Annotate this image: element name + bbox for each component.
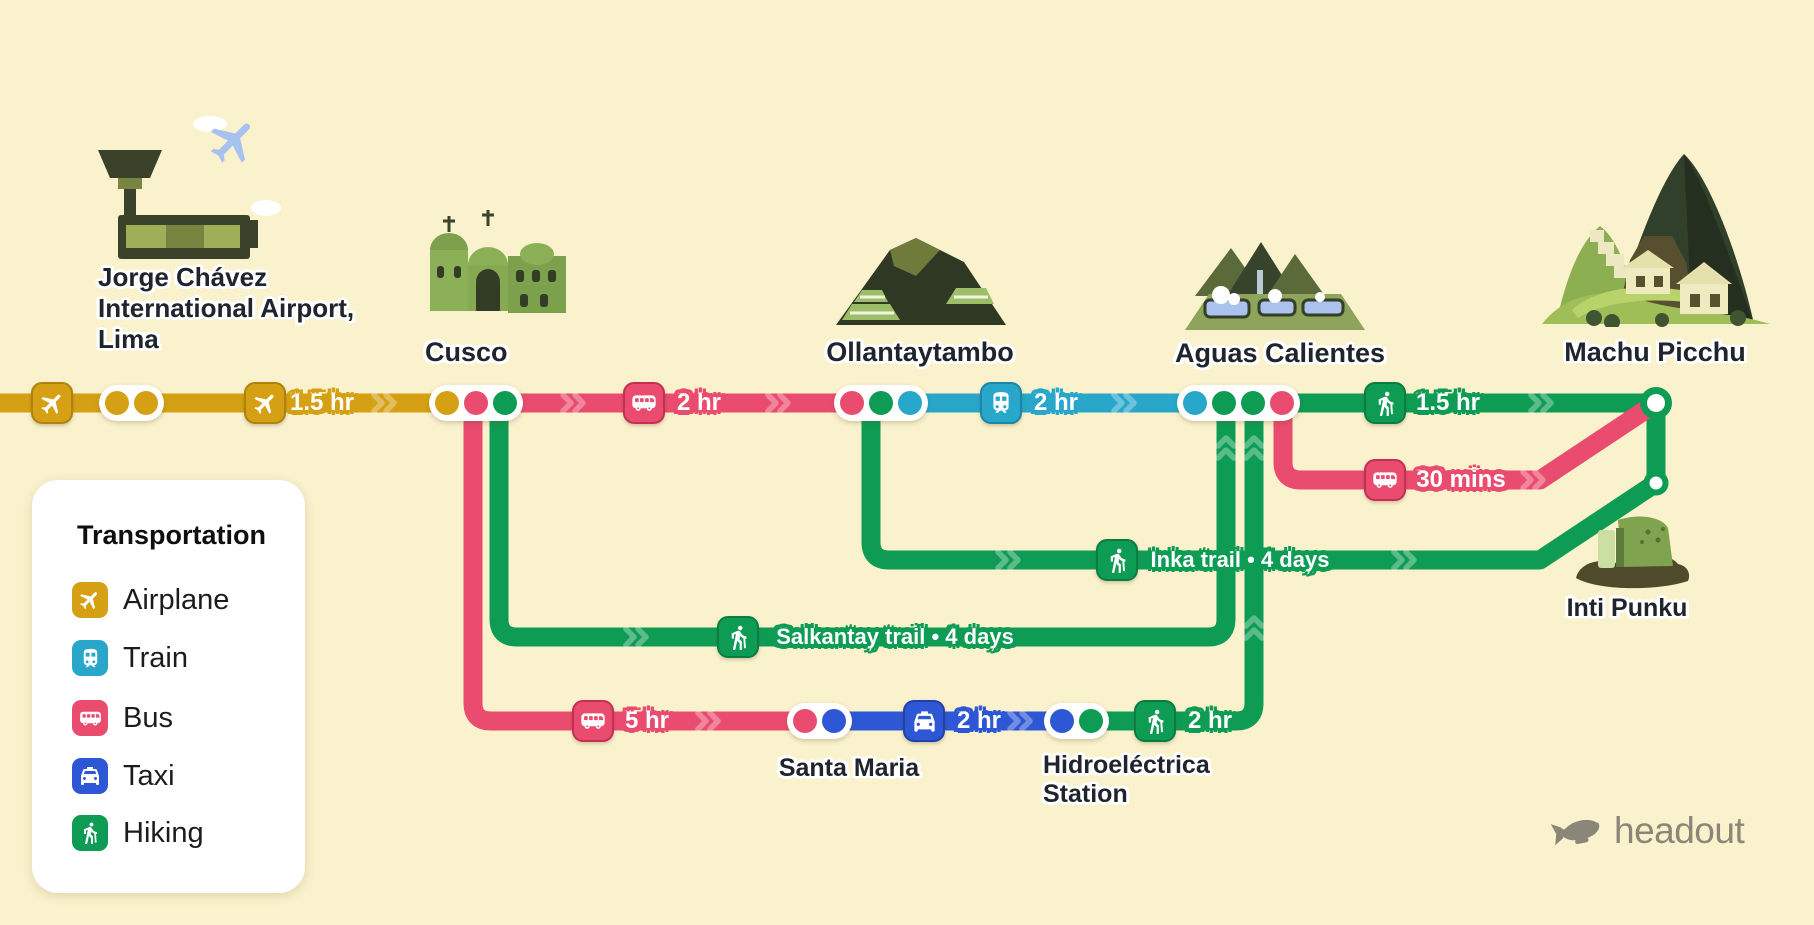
airplane-icon xyxy=(72,582,108,618)
transfer-dot xyxy=(869,391,893,415)
legend-item-train: Train xyxy=(72,640,188,676)
airplane-icon xyxy=(244,382,286,424)
label-inti-punku: Inti Punku xyxy=(1566,594,1688,622)
taxi-icon xyxy=(72,758,108,794)
blimp-icon xyxy=(1550,816,1600,846)
duration-hidroelectrica-aguas: 2 hr xyxy=(1187,707,1233,734)
legend-item-taxi: Taxi xyxy=(72,758,175,794)
machu-picchu-icon xyxy=(1542,154,1770,327)
machu-picchu-node xyxy=(1640,387,1672,419)
duration-taxi: 2 hr xyxy=(956,707,1002,734)
taxi-icon xyxy=(903,700,945,742)
label-salkantay-trail: Salkantay trail • 4 days xyxy=(776,624,1014,649)
duration-cusco-santa-maria: 5 hr xyxy=(624,707,670,734)
label-cusco: Cusco xyxy=(425,337,508,367)
legend-label: Train xyxy=(123,641,188,674)
transfer-dot xyxy=(493,391,517,415)
aguas-calientes-hot-springs-icon xyxy=(1185,242,1365,330)
airplane-icon xyxy=(31,382,73,424)
bus-icon xyxy=(623,382,665,424)
duration-lima-cusco: 1.5 hr xyxy=(289,389,355,416)
legend-label: Bus xyxy=(123,701,173,734)
bus-icon xyxy=(72,700,108,736)
bus-icon xyxy=(1364,459,1406,501)
station-pill-aguas-calientes xyxy=(1177,385,1300,421)
transfer-dot xyxy=(898,391,922,415)
airport-icon xyxy=(98,116,281,259)
duration-cusco-ollantaytambo: 2 hr xyxy=(676,389,722,416)
legend-label: Hiking xyxy=(123,816,204,849)
inti-punku-gate-icon xyxy=(1576,516,1690,589)
transfer-dot xyxy=(1212,391,1236,415)
legend-item-airplane: Airplane xyxy=(72,582,229,618)
route-machu-bus-line xyxy=(1273,393,1666,490)
duration-ollantaytambo-aguas: 2 hr xyxy=(1033,389,1079,416)
transfer-dot xyxy=(1183,391,1207,415)
transfer-dot xyxy=(840,391,864,415)
duration-aguas-machu-hike: 1.5 hr xyxy=(1415,389,1481,416)
station-pill-hidroelectrica xyxy=(1044,703,1109,739)
transfer-dot xyxy=(134,391,158,415)
station-pill-santa-maria xyxy=(787,703,852,739)
direction-chevrons xyxy=(371,392,1554,732)
label-machu-picchu: Machu Picchu xyxy=(1564,337,1746,367)
hiker-icon xyxy=(1364,382,1406,424)
hiker-icon xyxy=(1096,539,1138,581)
legend-item-bus: Bus xyxy=(72,700,173,736)
station-pill-lima xyxy=(99,385,164,421)
legend-title: Transportation xyxy=(77,520,267,550)
train-icon xyxy=(980,382,1022,424)
transfer-dot xyxy=(822,709,846,733)
transfer-dot xyxy=(1079,709,1103,733)
route-cusco-santamaria-line xyxy=(463,393,816,731)
transfer-dot xyxy=(1050,709,1074,733)
station-pill-ollantaytambo xyxy=(834,385,928,421)
route-salkantay-line xyxy=(489,393,1236,647)
legend-item-hiking: Hiking xyxy=(72,815,204,851)
legend-label: Airplane xyxy=(123,583,230,616)
label-ollantaytambo: Ollantaytambo xyxy=(826,337,1014,367)
label-hidroelectrica: Hidroeléctrica Station xyxy=(1043,751,1210,808)
hiker-icon xyxy=(1134,700,1176,742)
bus-icon xyxy=(572,700,614,742)
inti-punku-node xyxy=(1643,470,1669,496)
transfer-dot xyxy=(1241,391,1265,415)
transfer-dot xyxy=(464,391,488,415)
train-icon xyxy=(72,640,108,676)
transportation-legend: Transportation Airplane Train Bus Taxi xyxy=(32,480,305,893)
label-lima-airport: Jorge Chávez International Airport, Lima xyxy=(98,262,355,354)
route-hidro-aguas-line xyxy=(1082,393,1264,731)
hiker-icon xyxy=(717,616,759,658)
transfer-dot xyxy=(1270,391,1294,415)
transfer-dot xyxy=(105,391,129,415)
duration-machu-aguas-bus: 30 mins xyxy=(1416,466,1506,493)
label-inka-trail: Inka trail • 4 days xyxy=(1150,547,1330,572)
headout-wordmark: headout xyxy=(1614,810,1745,851)
headout-logo: headout xyxy=(1550,808,1745,854)
route-inka-line xyxy=(861,393,1666,570)
ollantaytambo-mountain-icon xyxy=(836,238,1006,325)
hiker-icon xyxy=(72,815,108,851)
station-pill-cusco xyxy=(429,385,523,421)
label-aguas-calientes: Aguas Calientes xyxy=(1174,338,1386,368)
legend-label: Taxi xyxy=(123,759,175,792)
cusco-church-icon xyxy=(430,210,566,313)
transfer-dot xyxy=(435,391,459,415)
transfer-dot xyxy=(793,709,817,733)
label-santa-maria: Santa Maria xyxy=(778,754,920,782)
